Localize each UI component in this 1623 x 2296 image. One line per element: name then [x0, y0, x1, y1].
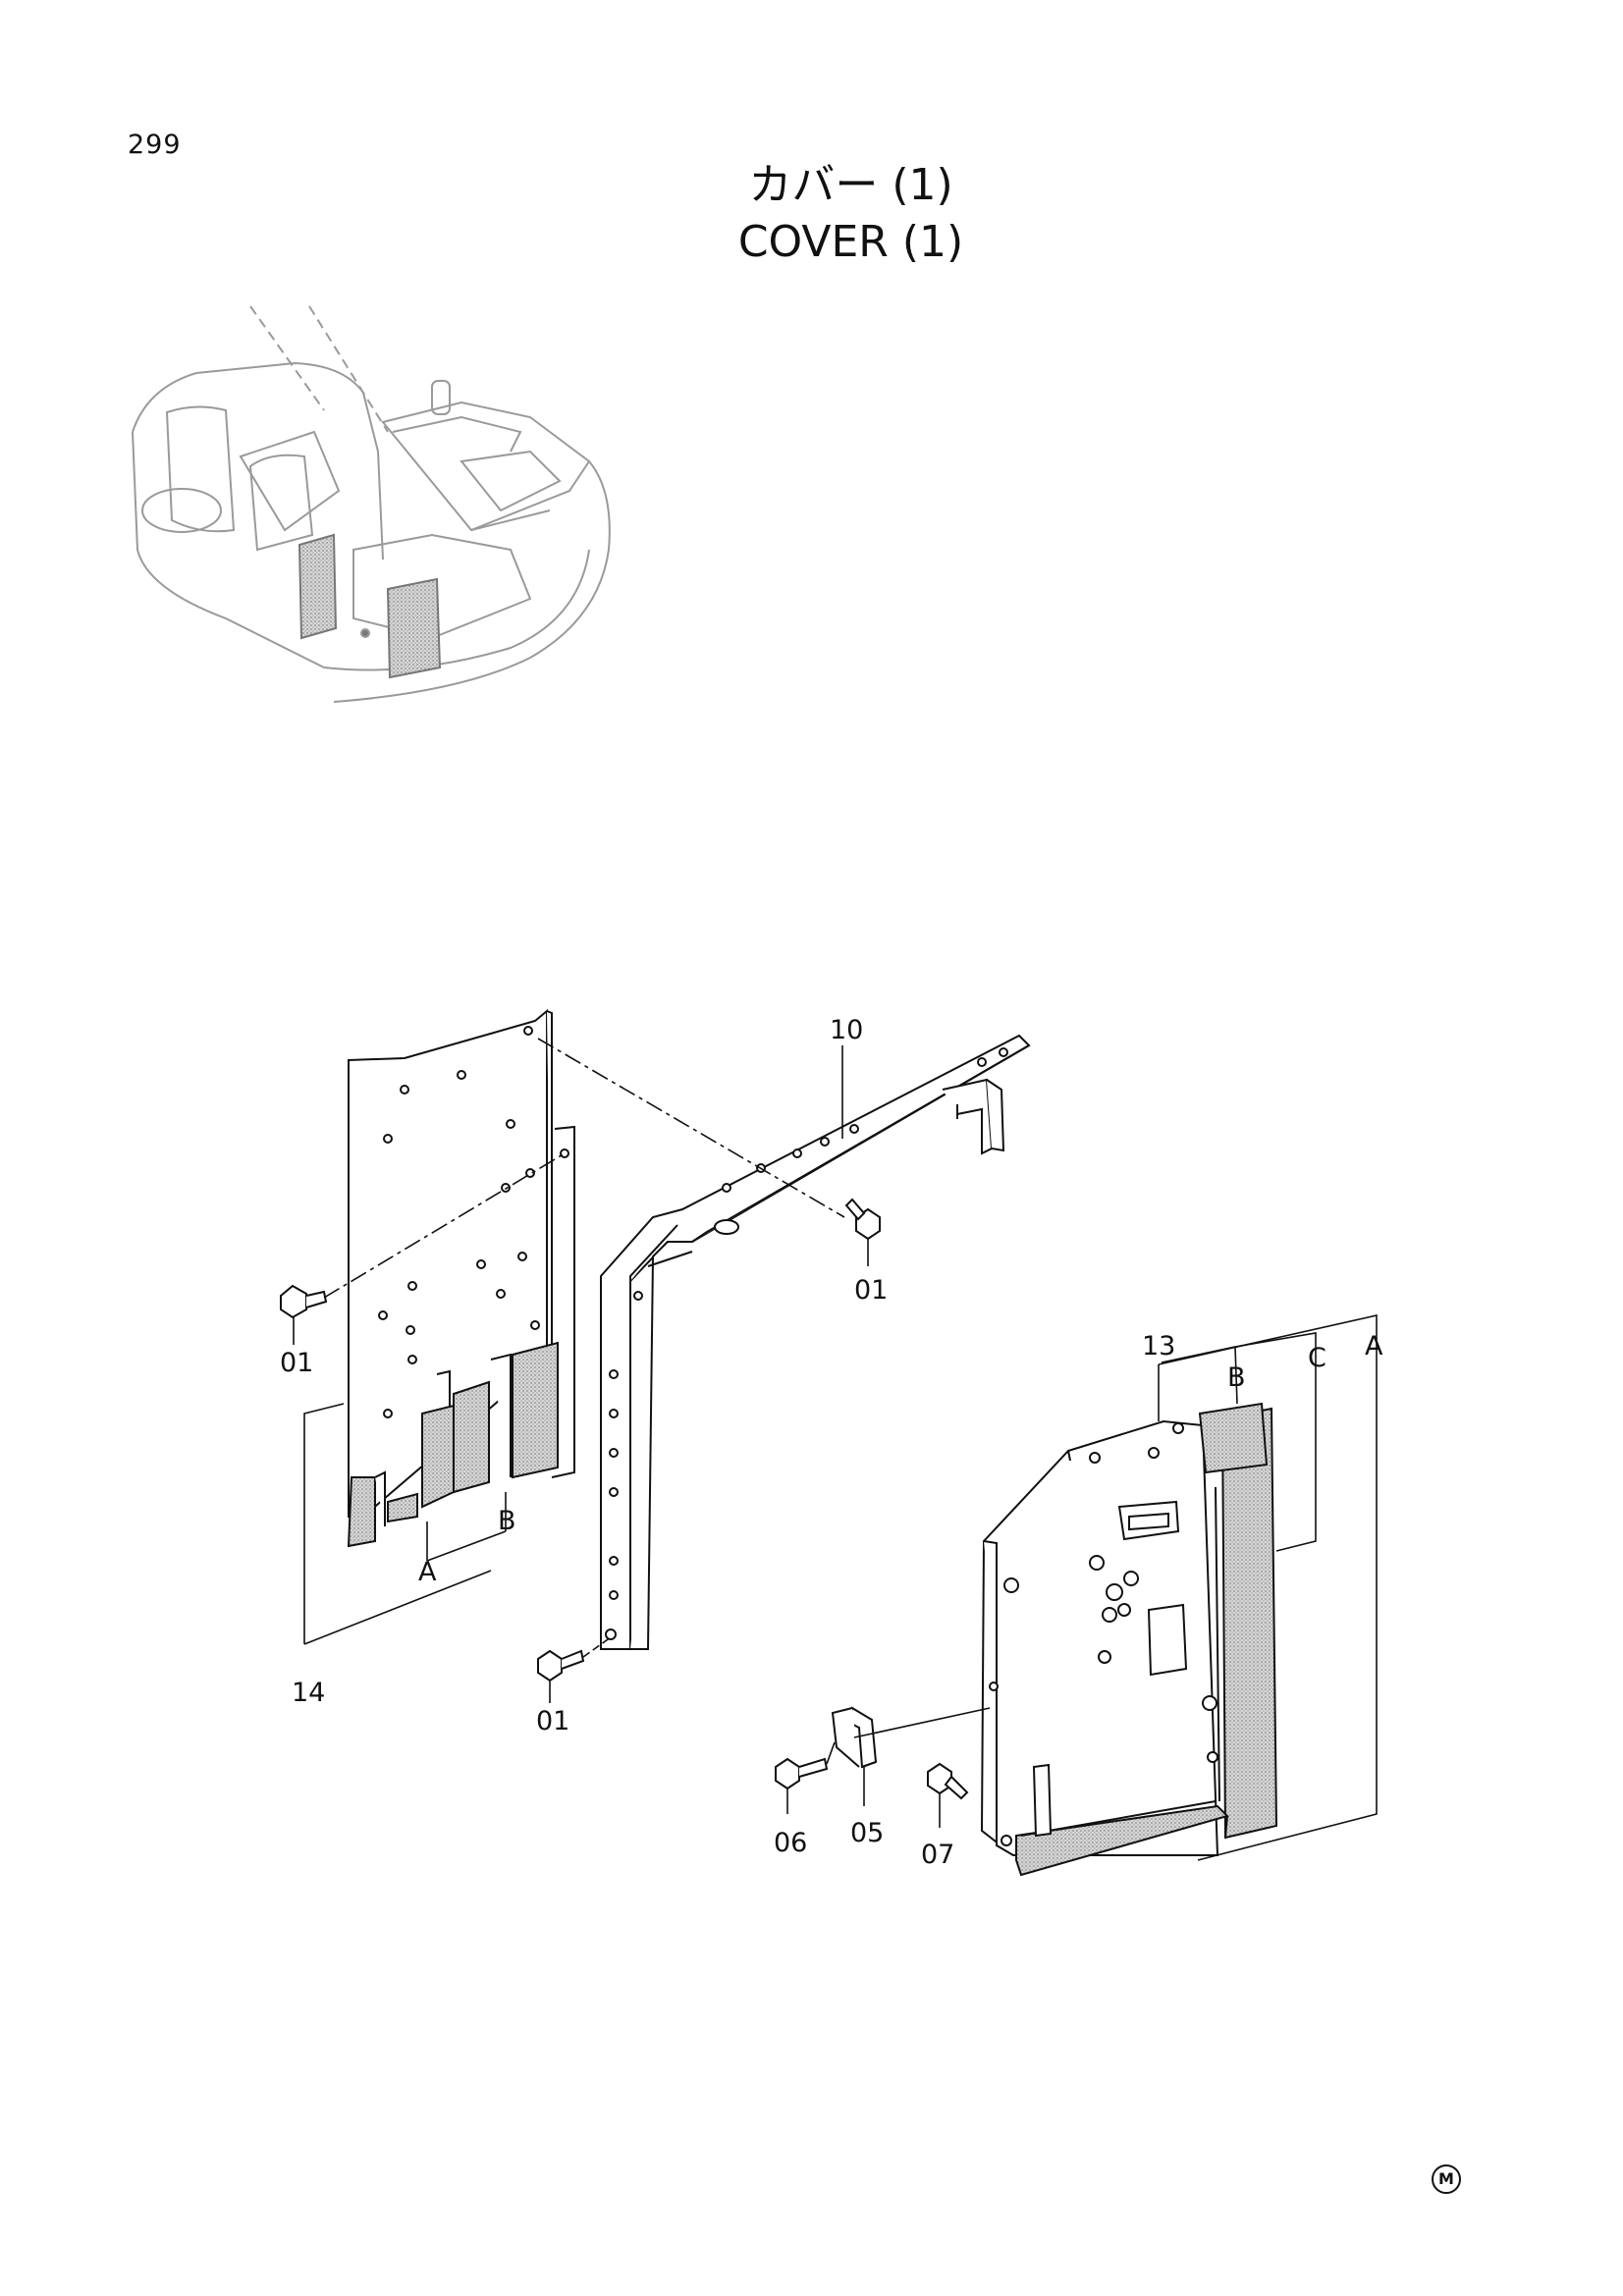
- leader-lines: [293, 1038, 1378, 1861]
- bolt-06: [775, 1757, 829, 1790]
- part-13-right-cover: [980, 1402, 1278, 1877]
- callout-left-a: A: [418, 1557, 437, 1587]
- callout-left-b: B: [498, 1506, 516, 1536]
- title-english: COVER (1): [737, 217, 964, 267]
- callout-13: 13: [1142, 1331, 1175, 1362]
- callout-05: 05: [850, 1818, 884, 1848]
- callout-01-left: 01: [280, 1348, 313, 1378]
- title-japanese: カバー (1): [748, 160, 953, 210]
- bolt-07: [927, 1762, 969, 1800]
- bolt-01-bottom: [537, 1649, 585, 1682]
- part-05-clip: [831, 1706, 878, 1769]
- callout-10: 10: [830, 1015, 863, 1045]
- page-title: カバー (1) COVER (1): [0, 157, 1623, 271]
- callout-06: 06: [774, 1828, 807, 1858]
- bolt-01-left: [280, 1284, 328, 1319]
- part-14-left-cover: [347, 1008, 575, 1548]
- part-10-bracket: [600, 1034, 1031, 1650]
- callout-07: 07: [921, 1840, 954, 1870]
- callout-01-bottom: 01: [536, 1706, 569, 1736]
- callout-right-a: A: [1365, 1331, 1383, 1362]
- callout-right-b: B: [1227, 1362, 1246, 1393]
- callout-01-center: 01: [854, 1275, 888, 1306]
- m-mark-icon: M: [1432, 2164, 1461, 2194]
- bolt-01-center: [844, 1198, 881, 1241]
- callout-14: 14: [292, 1678, 325, 1708]
- page-number: 299: [128, 130, 182, 160]
- excavator-overview: [132, 305, 611, 703]
- callout-right-c: C: [1308, 1343, 1326, 1373]
